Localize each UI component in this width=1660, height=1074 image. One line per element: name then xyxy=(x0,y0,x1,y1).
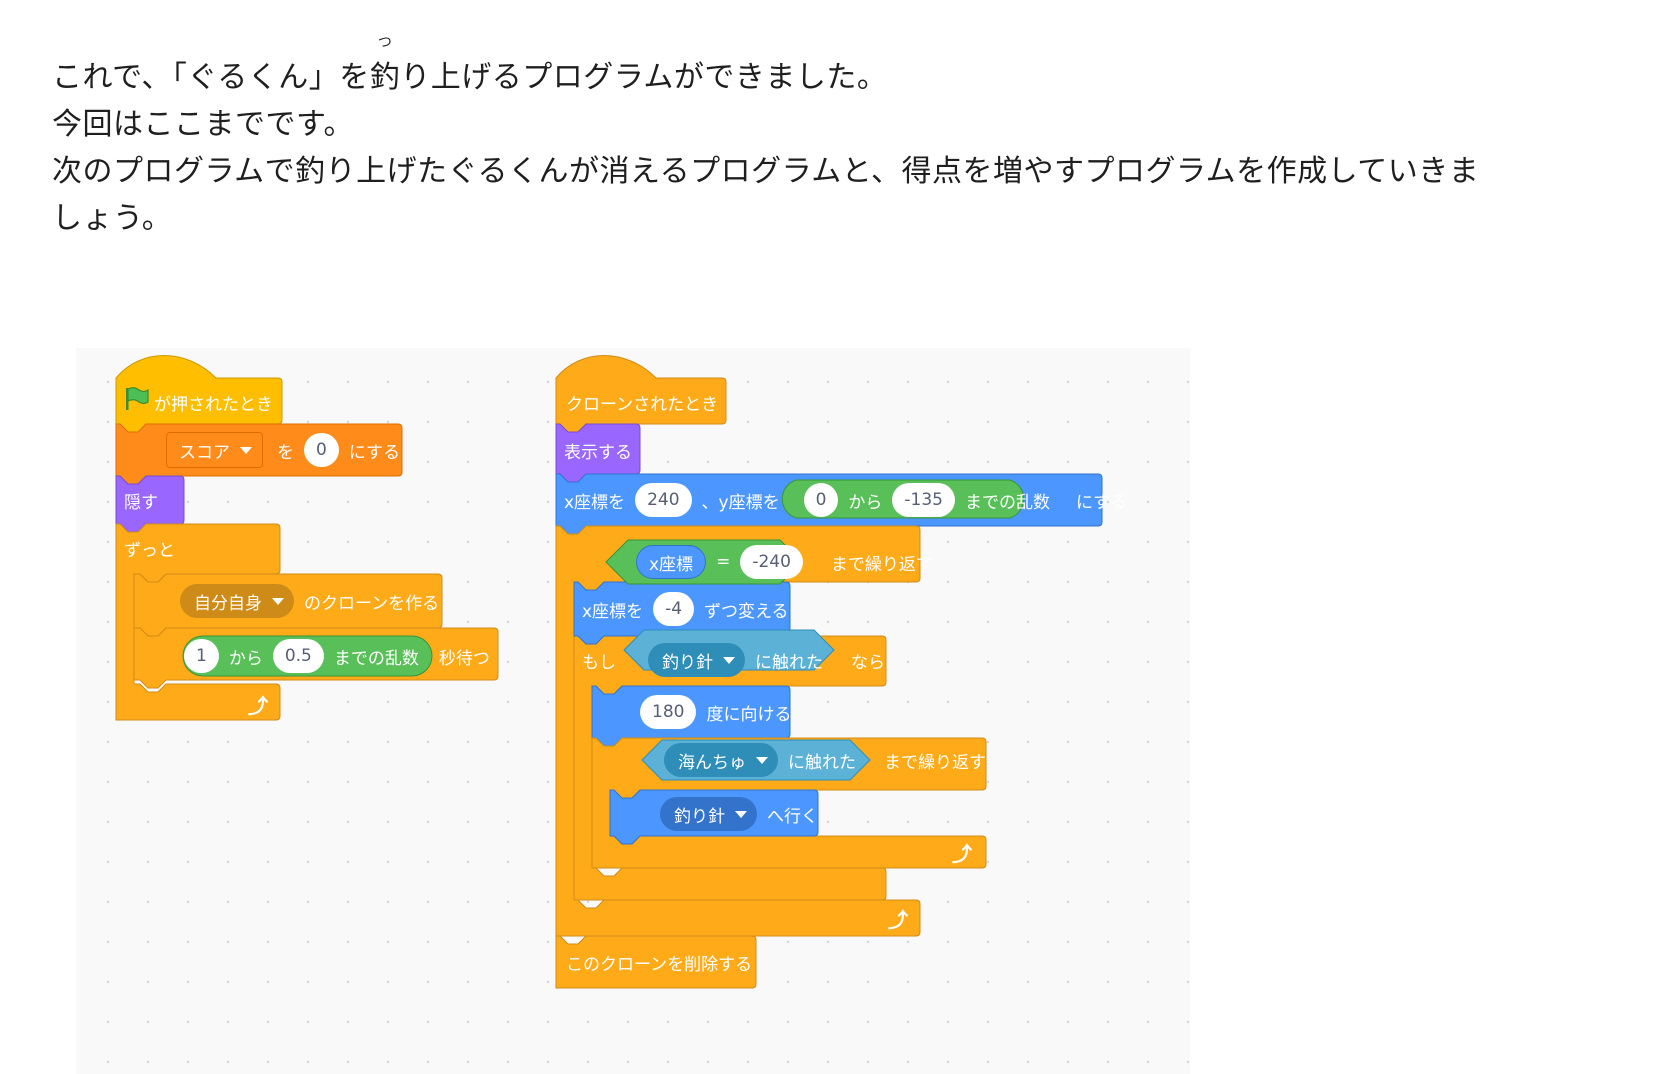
chevron-down-icon xyxy=(272,597,284,605)
direction-input[interactable]: 180 xyxy=(640,695,697,729)
if-row: もし 釣り針 に触れた なら xyxy=(576,640,891,680)
loop-arrow-icon: ⤴ xyxy=(248,694,268,718)
set-variable-row: スコア を 0 にする xyxy=(158,430,406,470)
hide-row: 隠す xyxy=(124,492,158,513)
random-from-input[interactable]: 1 xyxy=(184,639,219,673)
touch-target-dropdown-1[interactable]: 釣り針 xyxy=(648,643,745,677)
delete-clone-row: このクローンを削除する xyxy=(566,954,753,975)
goto-target-row: 釣り針 へ行く xyxy=(656,794,824,834)
wait-row: 1 から 0.5 までの乱数 秒待つ xyxy=(180,636,496,676)
scratch-code-area[interactable]: が押されたとき スコア を 0 にする 隠す ずっと 自分自身 のクローンを作る… xyxy=(76,348,1190,1074)
touch-target-dropdown-2[interactable]: 海んちゅ xyxy=(664,743,778,777)
chevron-down-icon xyxy=(240,446,252,454)
goto-target-dropdown[interactable]: 釣り針 xyxy=(660,797,757,831)
hat-label: が押されたとき xyxy=(154,394,273,415)
loop-arrow-icon: ⤴ xyxy=(888,908,908,932)
goto-random-to-input[interactable]: -135 xyxy=(892,483,955,517)
intro-text: これで、「ぐるくん」を釣つり上げるプログラムができました。 今回はここまでです。… xyxy=(52,35,1592,242)
intro-line-2: 今回はここまでです。 xyxy=(52,107,354,142)
create-clone-row: 自分自身 のクローンを作る xyxy=(176,581,445,621)
set-value-input[interactable]: 0 xyxy=(304,433,339,467)
goto-random-from-input[interactable]: 0 xyxy=(803,483,839,517)
until2-row: 海んちゅ に触れた まで繰り返す xyxy=(660,740,992,780)
chevron-down-icon xyxy=(723,656,735,664)
point-direction-row: 180 度に向ける xyxy=(636,692,797,732)
intro-line-3: 次のプログラムで釣り上げたぐるくんが消えるプログラムと、得点を増やすプログラムを… xyxy=(52,154,1480,189)
intro-line-1: これで、「ぐるくん」を釣つり上げるプログラムができました。 xyxy=(52,35,1592,101)
ruby-annotation: 釣つ xyxy=(369,35,401,95)
forever-row: ずっと xyxy=(124,540,175,561)
intro-line-4: しょう。 xyxy=(52,201,173,236)
change-x-input[interactable]: -4 xyxy=(653,592,695,626)
clone-hat-block xyxy=(555,355,727,433)
variable-dropdown[interactable]: スコア xyxy=(166,432,263,468)
clone-hat-row: クローンされたとき xyxy=(566,394,719,415)
loop-arrow-icon: ⤴ xyxy=(952,842,972,866)
until-value-input[interactable]: -240 xyxy=(740,545,803,579)
clone-target-dropdown[interactable]: 自分自身 xyxy=(180,584,294,618)
show-row: 表示する xyxy=(564,442,632,463)
chevron-down-icon xyxy=(735,810,747,818)
delete-clone-block xyxy=(555,935,757,989)
goto-x-input[interactable]: 240 xyxy=(635,483,692,517)
goto-xy-row: x座標を 240 、y座標を 0 から -135 までの乱数 にする xyxy=(558,480,1133,520)
change-x-row: x座標を -4 ずつ変える xyxy=(576,589,795,629)
green-flag-icon xyxy=(126,387,149,410)
hat-label-flag: が押されたとき xyxy=(148,382,279,422)
random-to-input[interactable]: 0.5 xyxy=(272,639,324,673)
until-condition-row: x座標 = -240 まで繰り返す xyxy=(632,542,939,582)
goto-random-reporter: 0 から -135 までの乱数 xyxy=(800,483,1056,517)
x-position-reporter[interactable]: x座標 xyxy=(636,545,707,579)
chevron-down-icon xyxy=(756,756,768,764)
